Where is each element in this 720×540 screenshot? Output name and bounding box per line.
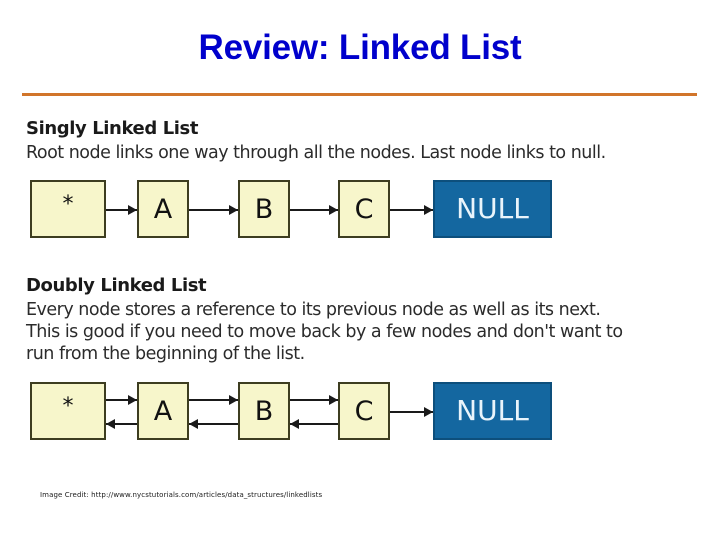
link-arrow-line (189, 423, 238, 425)
link-arrow-head-right (424, 407, 433, 417)
link-arrow-head-right (229, 395, 238, 405)
list-node: C (338, 382, 390, 440)
doubly-linked-list-heading: Doubly Linked List (26, 275, 207, 296)
link-arrow-head-left (290, 419, 299, 429)
list-node: A (137, 382, 189, 440)
link-arrow-line (189, 209, 238, 211)
title-divider (22, 93, 697, 96)
null-node: NULL (433, 180, 552, 238)
link-arrow-line (390, 411, 433, 413)
doubly-linked-list-description: Every node stores a reference to its pre… (26, 300, 623, 364)
image-credit-text: Image Credit: http://www.nycstutorials.c… (40, 491, 323, 499)
link-arrow-head-right (329, 205, 338, 215)
singly-linked-list-heading: Singly Linked List (26, 118, 199, 139)
link-arrow-head-right (329, 395, 338, 405)
link-arrow-head-right (424, 205, 433, 215)
singly-linked-list-description: Root node links one way through all the … (26, 143, 606, 163)
link-arrow-head-left (106, 419, 115, 429)
list-node: B (238, 180, 290, 238)
link-arrow-line (189, 399, 238, 401)
list-node: B (238, 382, 290, 440)
link-arrow-line (290, 399, 338, 401)
list-node: A (137, 180, 189, 238)
link-arrow-line (290, 423, 338, 425)
link-arrow-head-right (128, 395, 137, 405)
list-node: C (338, 180, 390, 238)
link-arrow-line (106, 209, 137, 211)
page-title: Review: Linked List (198, 28, 522, 67)
link-arrow-head-right (128, 205, 137, 215)
link-arrow-line (106, 423, 137, 425)
linked-list-illustration: Singly Linked List Root node links one w… (0, 110, 720, 470)
root-node: * (30, 180, 106, 238)
link-arrow-head-right (229, 205, 238, 215)
link-arrow-line (106, 399, 137, 401)
link-arrow-line (290, 209, 338, 211)
link-arrow-line (390, 209, 433, 211)
root-node: * (30, 382, 106, 440)
null-node: NULL (433, 382, 552, 440)
link-arrow-head-left (189, 419, 198, 429)
